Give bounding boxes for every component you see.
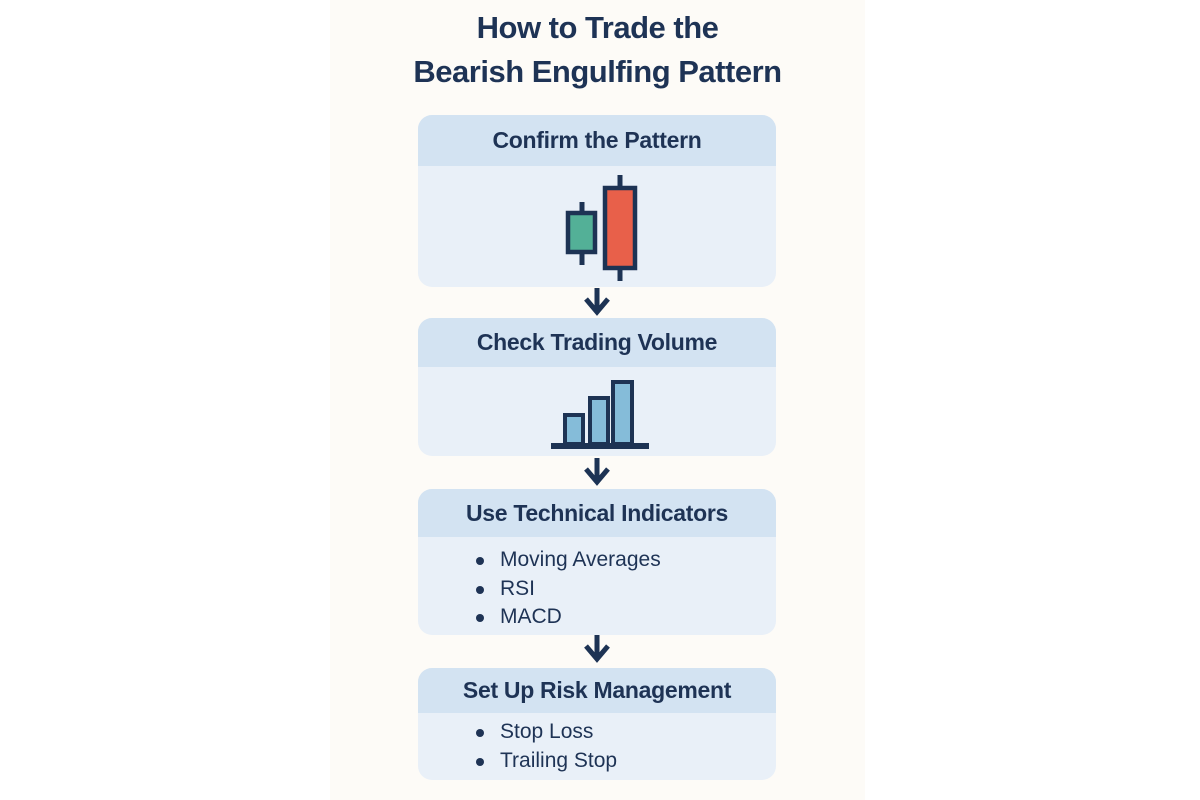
indicator-list: Moving Averages RSI MACD (470, 546, 661, 632)
page-title-line2: Bearish Engulfing Pattern (413, 54, 782, 89)
volume-bars-icon (551, 380, 649, 449)
list-item-moving-averages: Moving Averages (470, 546, 661, 575)
step-header-check-volume: Check Trading Volume (418, 318, 776, 367)
page-title: How to Trade the Bearish Engulfing Patte… (330, 6, 865, 94)
step-card-confirm-pattern: Confirm the Pattern (418, 115, 776, 287)
step-card-risk-management: Set Up Risk Management Stop Loss Trailin… (418, 668, 776, 780)
step-header-risk-management: Set Up Risk Management (418, 668, 776, 713)
down-arrow-icon (584, 635, 610, 663)
step-header-confirm-pattern: Confirm the Pattern (418, 115, 776, 166)
step-body-technical-indicators: Moving Averages RSI MACD (418, 537, 776, 635)
step-body-risk-management: Stop Loss Trailing Stop (418, 713, 776, 780)
step-body-check-volume (418, 367, 776, 456)
step-card-technical-indicators: Use Technical Indicators Moving Averages… (418, 489, 776, 635)
infographic-panel: How to Trade the Bearish Engulfing Patte… (330, 0, 865, 800)
list-item-rsi: RSI (470, 575, 661, 604)
list-item-stop-loss: Stop Loss (470, 718, 617, 747)
list-item-macd: MACD (470, 603, 661, 632)
step-header-technical-indicators: Use Technical Indicators (418, 489, 776, 537)
step-body-confirm-pattern (418, 166, 776, 287)
page-title-line1: How to Trade the (476, 10, 719, 45)
down-arrow-icon (584, 458, 610, 486)
step-card-check-volume: Check Trading Volume (418, 318, 776, 456)
list-item-trailing-stop: Trailing Stop (470, 747, 617, 776)
bearish-engulfing-candlestick-icon (565, 175, 638, 281)
risk-list: Stop Loss Trailing Stop (470, 718, 617, 775)
down-arrow-icon (584, 288, 610, 316)
